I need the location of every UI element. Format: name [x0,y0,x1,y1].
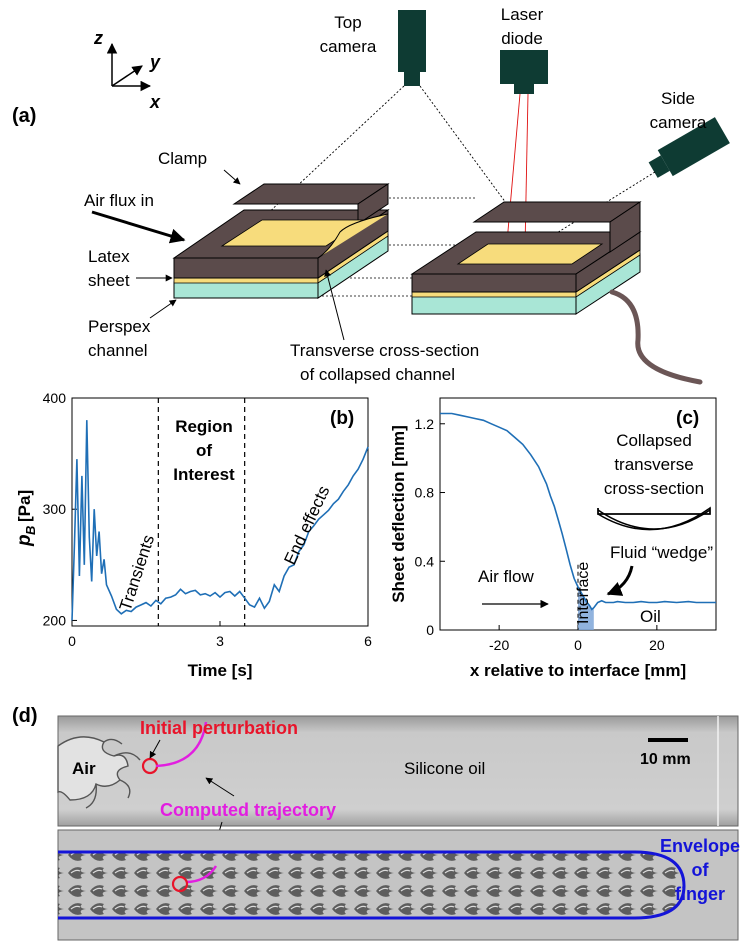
air-flow-label: Air flow [478,567,534,586]
plot-b-ticks: 0 3 6 200 300 400 [43,390,372,649]
block-link-lines [318,197,475,297]
perspex-channel-label-2: channel [88,341,148,360]
computed-trajectory-label: Computed trajectory [160,800,336,820]
plot-c-ytick-label: 0 [426,622,434,638]
left-channel-block [172,183,390,299]
finger-envelope-outline [58,850,686,920]
laser-diode-icon [500,50,548,94]
computed-trajectory-top [155,721,208,768]
interface-label: Interface [575,562,592,624]
panel-a: (a) z y x Top camera Laser diode [12,5,730,385]
plot-b-ytick-label: 400 [43,390,67,406]
inset-title-3: cross-section [604,479,704,498]
plot-c-ytick-label: 0.4 [415,553,435,569]
plot-b-ytick-label: 300 [43,501,67,517]
plot-c-series-line [440,412,716,611]
computed-trajectory-bottom [185,865,218,884]
collapsed-cross-section-sketch [597,506,711,531]
top-camera-label-2: camera [320,37,377,56]
initial-perturbation-marker-bottom [171,875,189,893]
scale-label: 10 mm [640,751,691,768]
perspex-channel-label-1: Perspex [88,317,151,336]
panel-b-label: (b) [330,408,354,429]
air-label: Air [72,759,96,778]
plot-c-ylabel: Sheet deflection [mm] [389,425,408,603]
envelope-label-3: finger [675,884,725,904]
axis-x-label: x [149,92,161,112]
silicone-oil-label: Silicone oil [404,759,485,778]
fluid-wedge-label: Fluid “wedge” [610,543,713,562]
panel-c-label: (c) [676,408,699,429]
plot-b-ytick-label: 200 [43,612,67,628]
cross-section-label-1: Transverse cross-section [290,341,479,360]
side-camera-label-2: camera [650,113,707,132]
region-label-2: of [196,441,212,460]
laser-diode-label-2: diode [501,29,543,48]
cross-section-label-2: of collapsed channel [300,365,455,384]
plot-c-xtick-label: 20 [649,637,665,653]
panel-a-label: (a) [12,105,36,127]
top-camera-icon [398,10,426,86]
region-label-3: Interest [173,465,235,484]
right-channel-block [410,201,703,385]
plot-c-xtick-label: -20 [489,637,509,653]
panel-d-label: (d) [12,705,38,727]
transients-label: Transients [116,532,158,613]
panel-d: (d) Initial perturbation Air Silicone oi… [12,705,740,941]
plot-b-ylabel: p B [Pa] [14,490,38,547]
plot-c-ticks: -20 0 20 0 0.4 0.8 1.2 [415,416,665,653]
oil-label: Oil [640,607,661,626]
plot-b-region-lines [157,398,246,626]
initial-perturbation-label: Initial perturbation [140,718,298,738]
ylabel-sub: B [23,526,38,535]
finger-pattern [58,852,684,918]
plot-b-xtick-label: 6 [364,633,372,649]
plot-b-series-line [71,420,369,621]
axes-triad: z y x [93,28,161,112]
laser-diode-label-1: Laser [501,5,544,24]
inset-title-1: Collapsed [616,431,692,450]
region-label-1: Region [175,417,233,436]
envelope-label-1: Envelope [660,836,740,856]
clamp-label: Clamp [158,149,207,168]
fluid-wedge-fill [578,587,594,630]
plot-b-xlabel: Time [s] [188,661,253,680]
panel-b: 0 3 6 200 300 400 (b) Region of Interest Tran… [14,390,372,680]
ylabel-unit: [Pa] [15,490,34,522]
inset-title-2: transverse [614,455,693,474]
plot-c-xtick-label: 0 [574,637,582,653]
latex-sheet-label-1: Latex [88,247,130,266]
plot-b-xtick-label: 3 [216,633,224,649]
plot-c-xlabel: x relative to interface [mm] [470,661,686,680]
end-effects-label: End effects [280,483,333,568]
envelope-label-2: of [692,860,710,880]
top-camera-label-1: Top [334,13,361,32]
side-camera-icon [648,117,730,178]
axis-y-label: y [149,52,161,72]
side-camera-label-1: Side [661,89,695,108]
axis-z-label: z [93,28,103,48]
ylabel-p: p [14,534,35,547]
plot-b-xtick-label: 0 [68,633,76,649]
air-finger-small [57,736,141,809]
plot-c-ytick-label: 1.2 [415,416,435,432]
latex-sheet-label-2: sheet [88,271,130,290]
air-flux-label: Air flux in [84,191,154,210]
panel-c: -20 0 20 0 0.4 0.8 1.2 (c) Collapsed transvers… [389,397,717,680]
plot-c-ytick-label: 0.8 [415,485,435,501]
